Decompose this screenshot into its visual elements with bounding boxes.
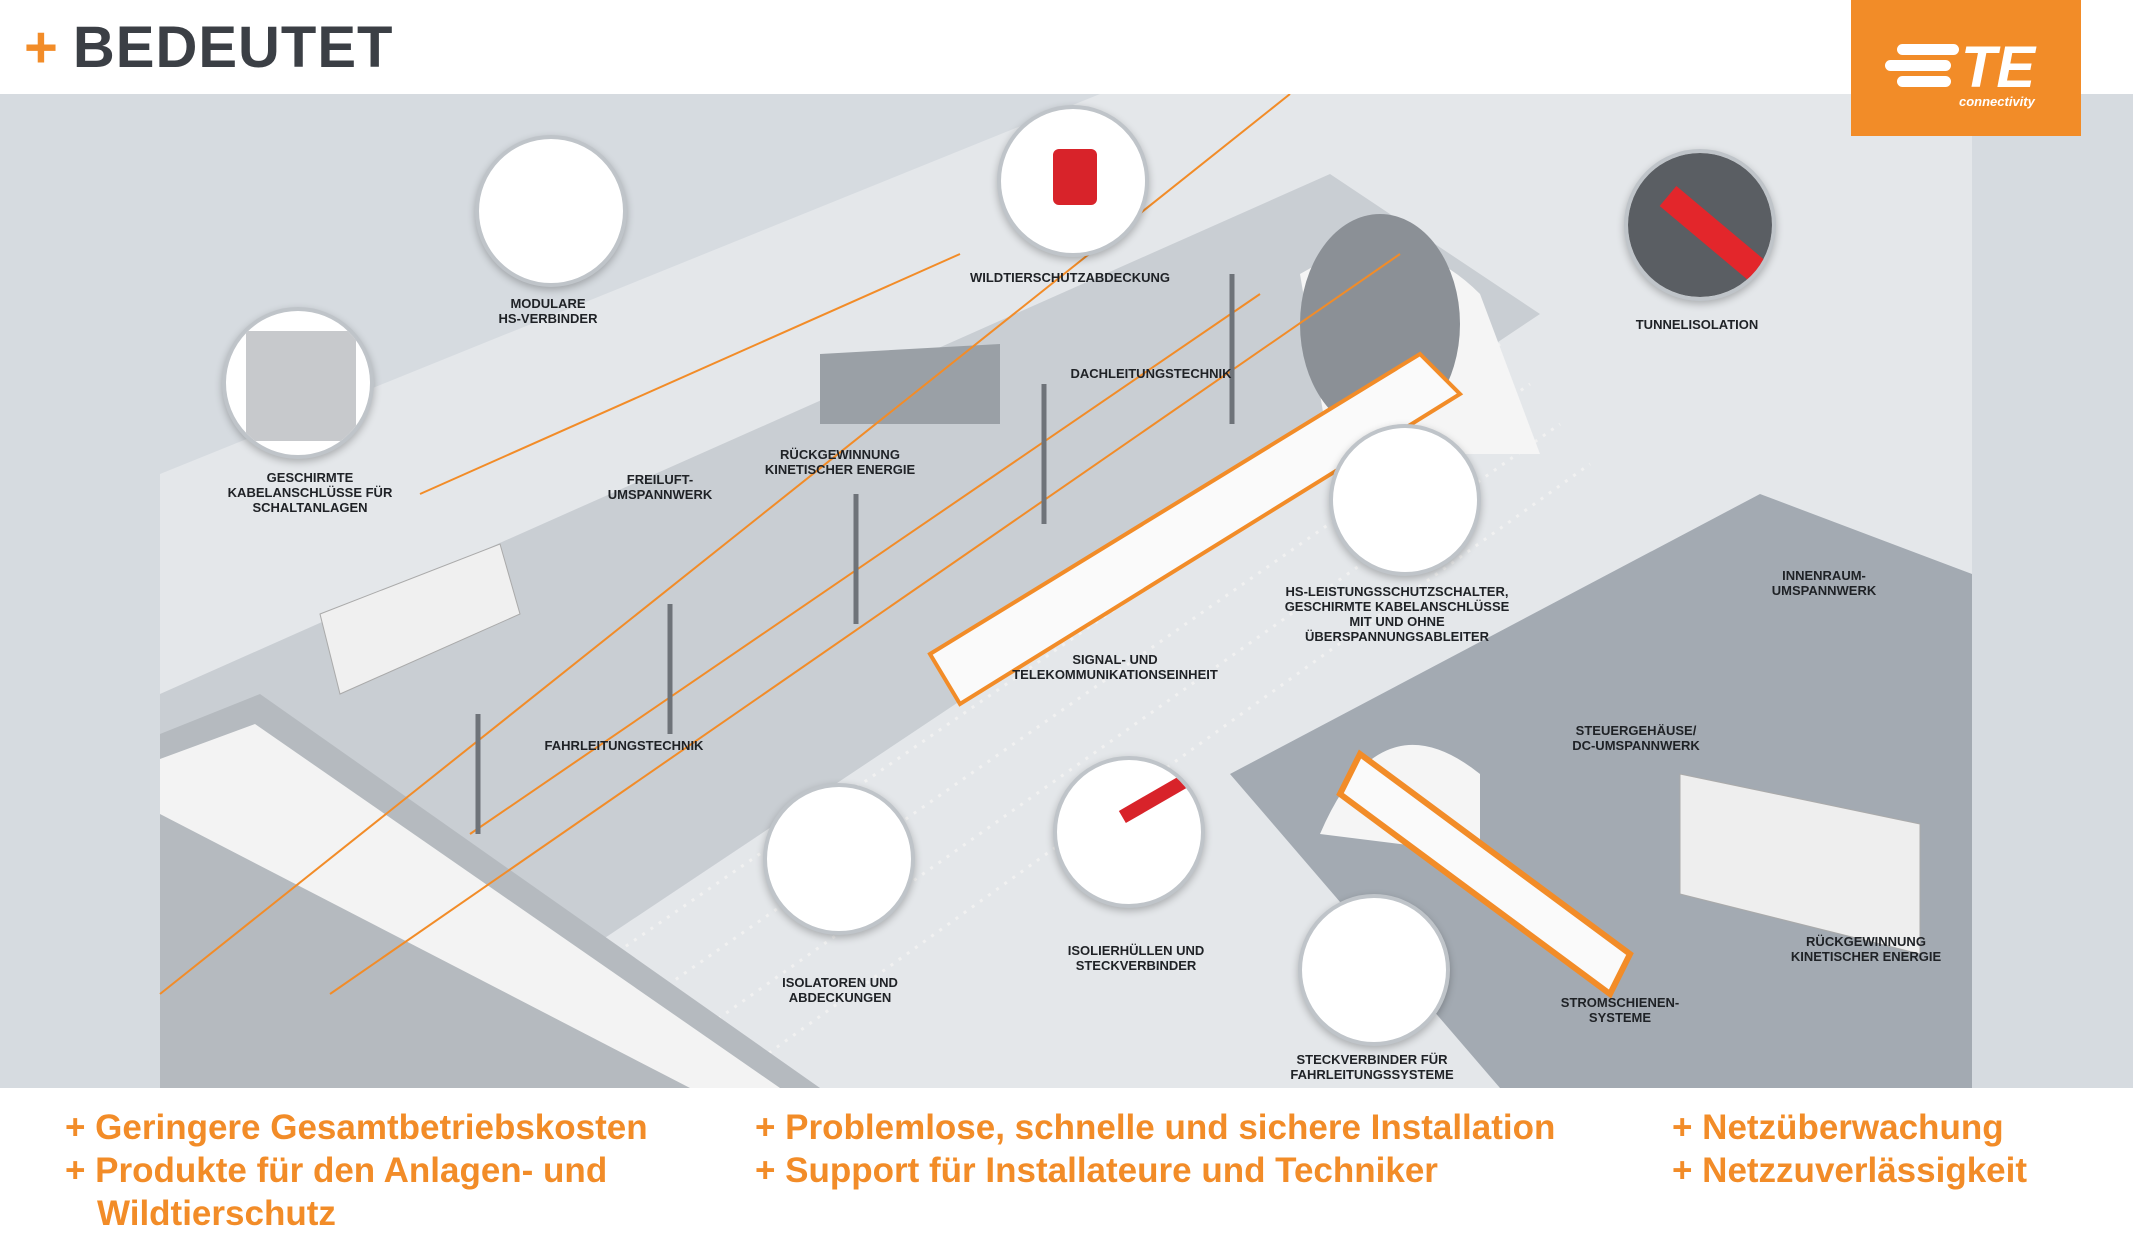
label-tunnel: TUNNELISOLATION <box>1635 317 1759 332</box>
label-wildtier: WILDTIERSCHUTZABDECKUNG <box>969 270 1171 285</box>
detail-circle-modulare <box>475 135 627 287</box>
rail-illustration <box>0 94 2133 1088</box>
label-fahr: FAHRLEITUNGSTECHNIK <box>544 738 704 753</box>
benefit-item: + Support für Installateure und Technike… <box>755 1151 1438 1190</box>
te-connectivity-logo: TE connectivity <box>1851 0 2081 136</box>
label-freiluft: FREILUFT-UMSPANNWERK <box>607 472 713 502</box>
detail-circle-isolier <box>1053 756 1205 908</box>
title-text: BEDEUTET <box>72 15 394 80</box>
detail-circle-tunnel <box>1624 149 1776 301</box>
benefit-item: Wildtierschutz <box>97 1194 336 1233</box>
benefit-item: + Netzzuverlässigkeit <box>1672 1151 2028 1190</box>
logo-sub: connectivity <box>1959 94 2035 109</box>
page-title: +BEDEUTET <box>24 14 393 81</box>
label-hs: HS-LEISTUNGSSCHUTZSCHALTER,GESCHIRMTE KA… <box>1284 584 1510 644</box>
benefit-item: + Geringere Gesamtbetriebskosten <box>65 1108 648 1147</box>
detail-circle-steck <box>1298 894 1450 1046</box>
benefit-item: + Netzüberwachung <box>1672 1108 2004 1147</box>
benefit-item: + Problemlose, schnelle und sichere Inst… <box>755 1108 1556 1147</box>
plus-icon: + <box>24 15 59 80</box>
label-steuer: STEUERGEHÄUSE/DC-UMSPANNWERK <box>1572 723 1700 753</box>
detail-circle-hs <box>1329 424 1481 576</box>
benefit-item: + Produkte für den Anlagen- und <box>65 1151 608 1190</box>
label-strom: STROMSCHIENEN-SYSTEME <box>1560 995 1680 1025</box>
benefits-list: + Geringere Gesamtbetriebskosten + Produ… <box>0 1088 2133 1250</box>
label-dach: DACHLEITUNGSTECHNIK <box>1070 366 1232 381</box>
detail-circle-wildtier <box>997 105 1149 257</box>
logo-brand: TE <box>1961 35 2036 100</box>
detail-circle-isolatoren <box>763 783 915 935</box>
detail-circle-geschirmte <box>222 307 374 459</box>
header: +BEDEUTET <box>0 0 2133 94</box>
label-innen: INNENRAUM-UMSPANNWERK <box>1771 568 1877 598</box>
